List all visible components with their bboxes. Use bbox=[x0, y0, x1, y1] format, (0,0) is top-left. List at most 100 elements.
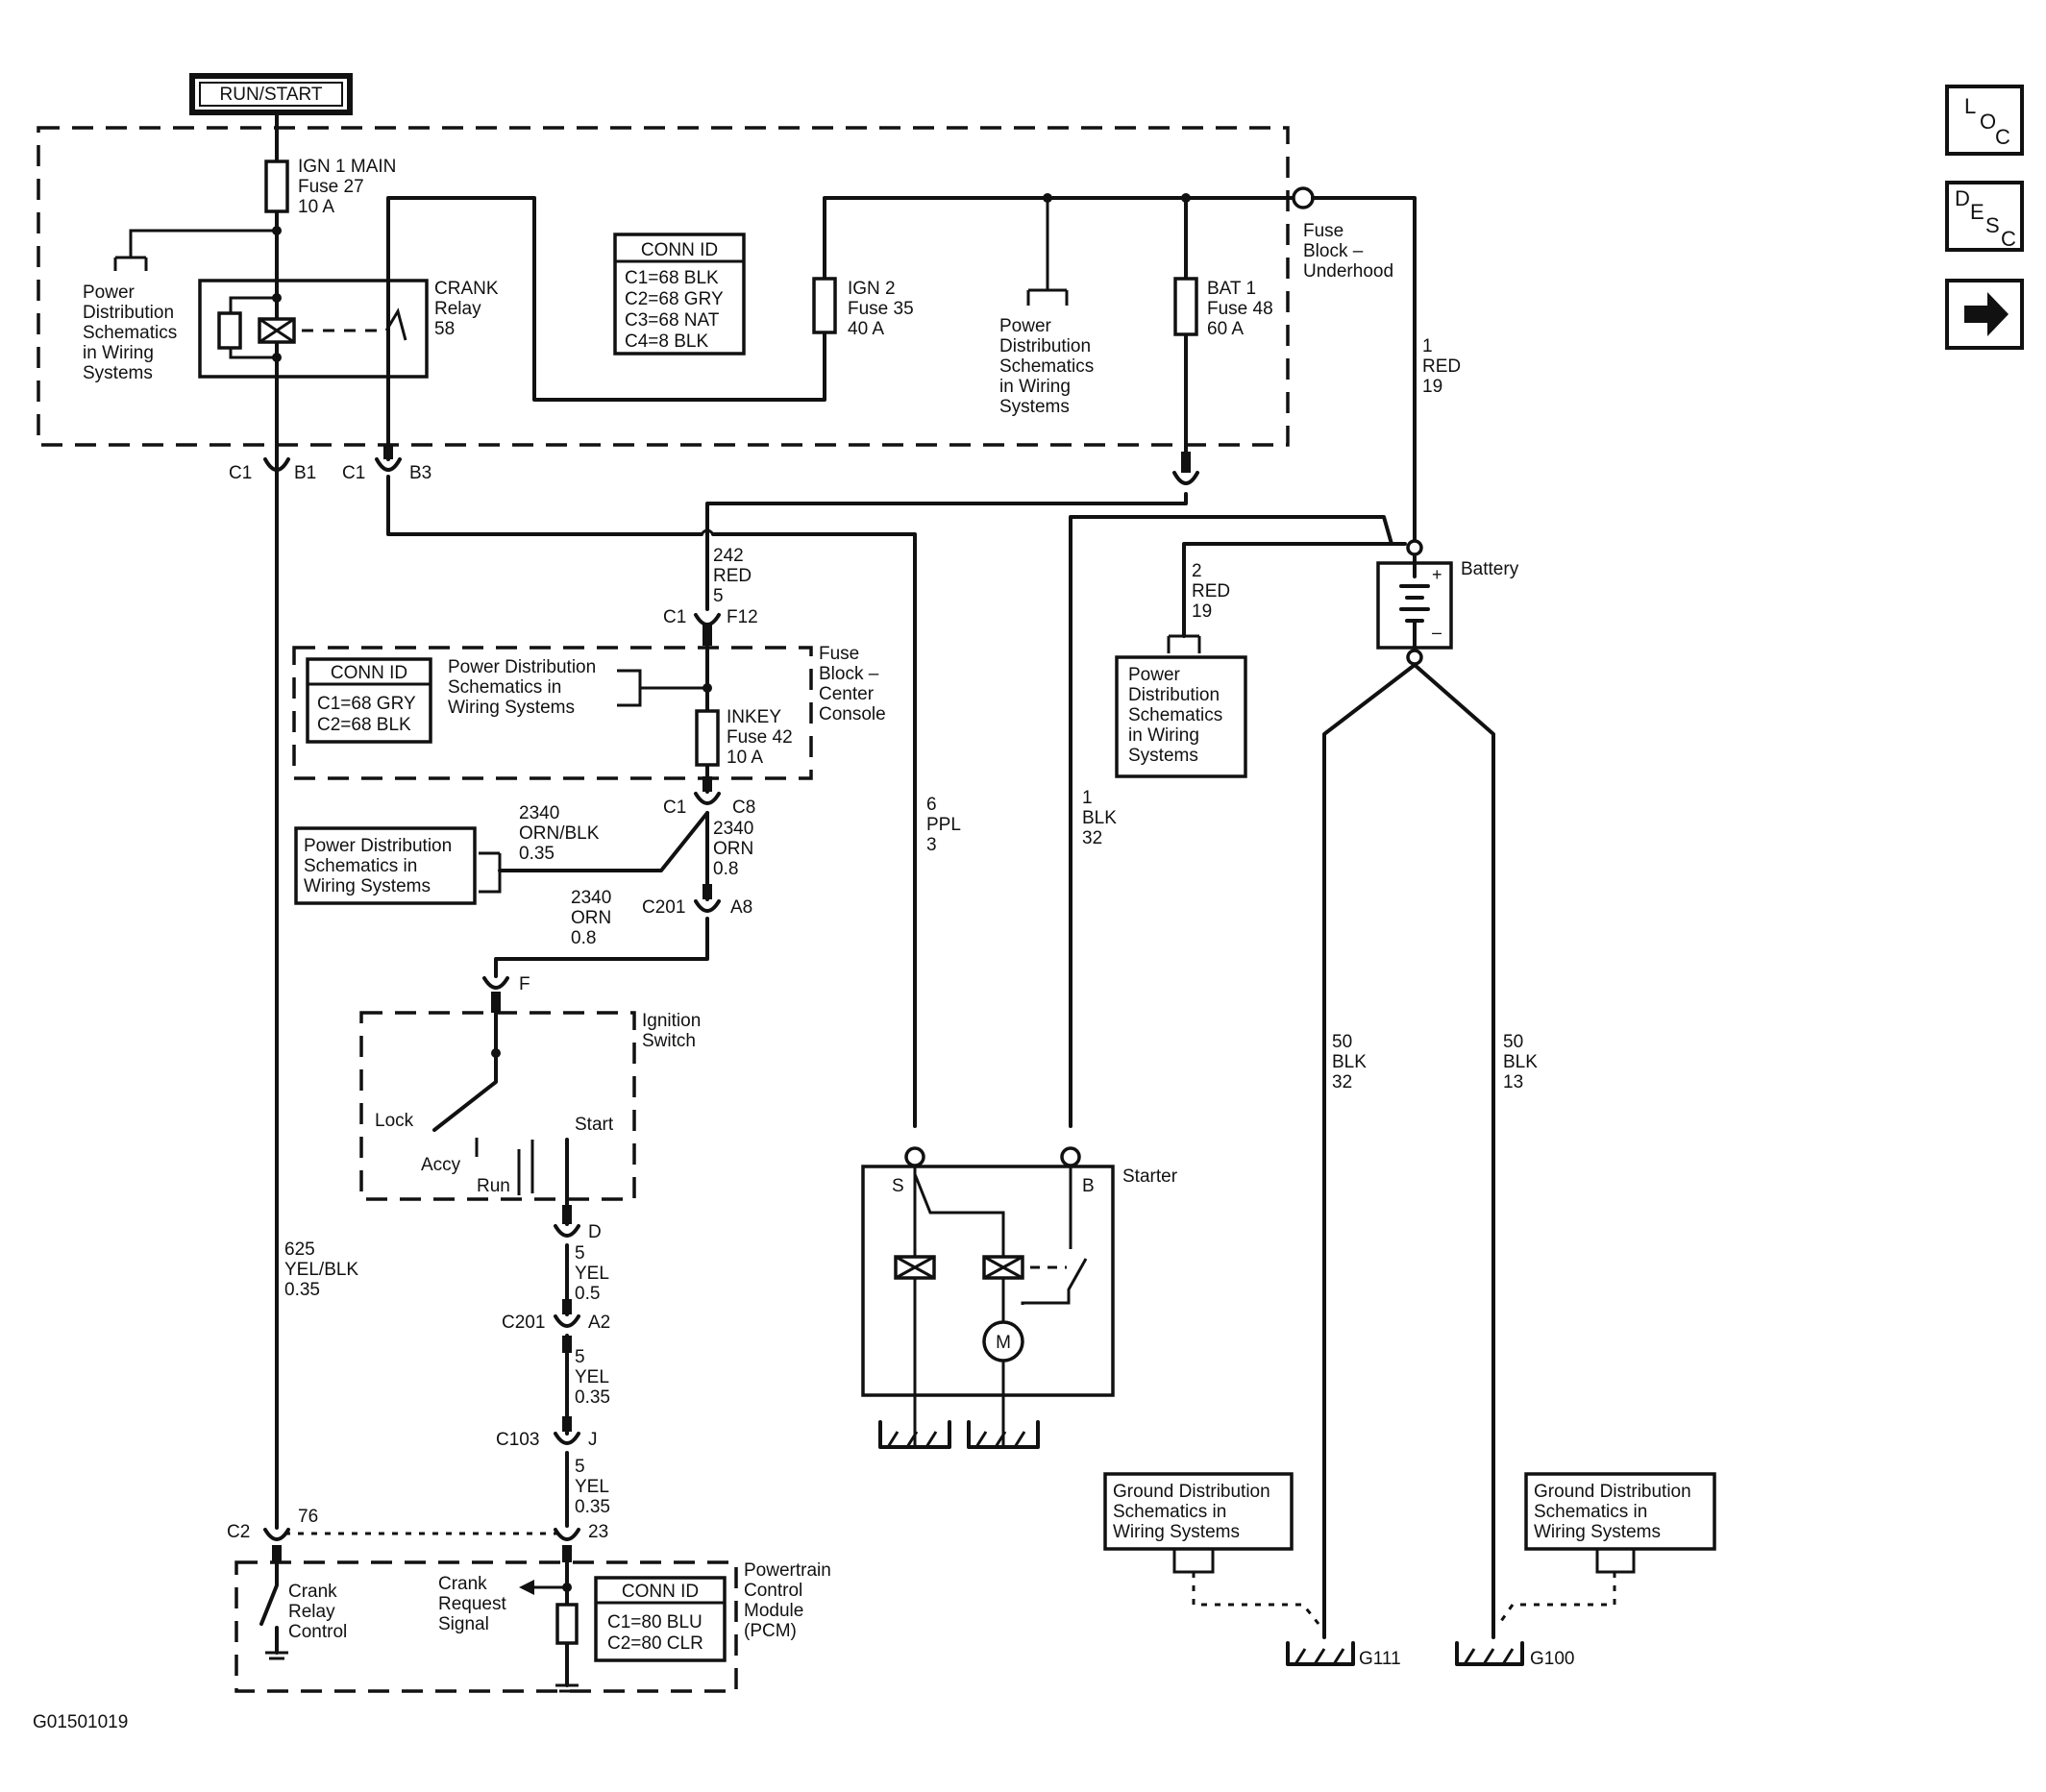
starter-motor-label: M bbox=[996, 1333, 1011, 1353]
wire-6-ppl-3-label: 6 PPL 3 bbox=[926, 795, 961, 855]
svg-text:Power: Power bbox=[83, 282, 136, 303]
right-arrow-icon bbox=[1964, 292, 2009, 336]
conn-c1-b1-right-label: B1 bbox=[294, 463, 316, 483]
starter-b-label: B bbox=[1082, 1176, 1095, 1196]
wire-2340-orn-b bbox=[494, 917, 709, 978]
conn-76-label: 76 bbox=[298, 1507, 318, 1527]
next-arrow-button[interactable] bbox=[1945, 279, 2024, 350]
svg-text:Underhood: Underhood bbox=[1303, 261, 1393, 282]
svg-text:RED: RED bbox=[713, 566, 752, 586]
svg-text:10 A: 10 A bbox=[727, 748, 763, 768]
conn-c1-f12-left-label: C1 bbox=[663, 607, 686, 627]
svg-text:Relay: Relay bbox=[288, 1602, 335, 1622]
svg-text:Block –: Block – bbox=[1303, 241, 1364, 261]
svg-text:Fuse: Fuse bbox=[819, 644, 859, 664]
svg-text:CONN ID: CONN ID bbox=[331, 663, 407, 683]
pcm-label: Powertrain Control Module (PCM) bbox=[744, 1560, 831, 1641]
svg-text:0.5: 0.5 bbox=[575, 1284, 600, 1304]
svg-text:Power Distribution: Power Distribution bbox=[448, 657, 596, 677]
svg-text:in Wiring: in Wiring bbox=[999, 377, 1071, 397]
svg-text:ORN: ORN bbox=[713, 839, 753, 859]
starter bbox=[861, 1165, 1115, 1397]
svg-text:Wiring Systems: Wiring Systems bbox=[1113, 1522, 1240, 1542]
svg-text:0.8: 0.8 bbox=[713, 859, 738, 879]
svg-text:Ground Distribution: Ground Distribution bbox=[1534, 1482, 1691, 1502]
svg-text:Distribution: Distribution bbox=[999, 336, 1091, 356]
svg-text:Schematics: Schematics bbox=[999, 356, 1094, 377]
ignition-switch-label: Ignition Switch bbox=[642, 1011, 701, 1051]
ground-dist-right-box: Ground Distribution Schematics in Wiring… bbox=[1524, 1472, 1716, 1551]
crank-relay-control-label: Crank Relay Control bbox=[288, 1582, 347, 1642]
crank-relay-label: CRANK Relay 58 bbox=[434, 279, 499, 339]
svg-text:C1=68 BLK: C1=68 BLK bbox=[625, 268, 719, 288]
branch-power-dist-mid bbox=[1026, 198, 1069, 306]
svg-text:1: 1 bbox=[1082, 788, 1093, 808]
conn-f-label: F bbox=[519, 974, 530, 994]
run-start-text: RUN/START bbox=[220, 85, 323, 105]
svg-text:BLK: BLK bbox=[1082, 808, 1117, 828]
desc-letter-e: E bbox=[1970, 200, 1984, 224]
branch-power-dist-left bbox=[115, 229, 277, 259]
svg-text:YEL: YEL bbox=[575, 1367, 609, 1387]
loc-letter-l: L bbox=[1964, 94, 1976, 118]
svg-text:0.35: 0.35 bbox=[575, 1387, 610, 1408]
desc-letter-s: S bbox=[1985, 213, 2000, 237]
conn-c1-f12-right-label: F12 bbox=[727, 607, 758, 627]
connector-c201-a2 bbox=[554, 1314, 580, 1328]
svg-text:YEL: YEL bbox=[575, 1477, 609, 1497]
svg-text:Fuse 48: Fuse 48 bbox=[1207, 299, 1273, 319]
power-dist-mid-label: Power Distribution Schematics in Wiring … bbox=[999, 316, 1094, 417]
svg-text:32: 32 bbox=[1332, 1072, 1352, 1092]
svg-text:RED: RED bbox=[1192, 581, 1230, 601]
connector-c1-b3 bbox=[375, 457, 402, 472]
wire-1-red-19-label: 1 RED 19 bbox=[1422, 336, 1461, 397]
connector-f bbox=[482, 976, 509, 990]
starter-solenoid-contact bbox=[1021, 1166, 1088, 1305]
svg-text:Control: Control bbox=[288, 1622, 347, 1642]
svg-text:(PCM): (PCM) bbox=[744, 1621, 797, 1641]
svg-text:0.35: 0.35 bbox=[519, 844, 555, 864]
ground-icon bbox=[265, 1651, 288, 1660]
svg-text:19: 19 bbox=[1192, 601, 1212, 622]
loc-button[interactable]: L O C bbox=[1945, 85, 2024, 156]
svg-text:2: 2 bbox=[1192, 561, 1202, 581]
svg-text:Switch: Switch bbox=[642, 1031, 696, 1051]
conn-c201-a8-right-label: A8 bbox=[730, 897, 752, 918]
battery-minus-label: – bbox=[1432, 623, 1442, 642]
connector-d bbox=[554, 1224, 580, 1238]
loc-letter-c: C bbox=[1995, 125, 2010, 149]
svg-text:RED: RED bbox=[1422, 356, 1461, 377]
crank-relay bbox=[198, 279, 429, 379]
svg-text:Block –: Block – bbox=[819, 664, 879, 684]
desc-letter-d: D bbox=[1955, 186, 1970, 210]
ground-g111-icon bbox=[1286, 1641, 1355, 1666]
conn-c201-a2-right-label: A2 bbox=[588, 1313, 610, 1333]
wire-b3-crossover-a bbox=[386, 475, 703, 536]
svg-text:10 A: 10 A bbox=[298, 197, 334, 217]
conn-c1-b1-left-label: C1 bbox=[229, 463, 252, 483]
wire-6-ppl-3 bbox=[711, 532, 917, 1128]
conn-c103-j-right-label: J bbox=[588, 1430, 598, 1450]
desc-button[interactable]: D E S C bbox=[1945, 181, 2024, 252]
wire-2340-orn-b-label: 2340 ORN 0.8 bbox=[571, 888, 611, 948]
wire-50-blk-13-label: 50 BLK 13 bbox=[1503, 1032, 1538, 1092]
svg-text:C1=80 BLU: C1=80 BLU bbox=[607, 1612, 703, 1632]
ground-g100-icon bbox=[1455, 1641, 1524, 1666]
svg-text:Schematics in: Schematics in bbox=[1113, 1502, 1226, 1522]
svg-text:625: 625 bbox=[284, 1240, 315, 1260]
svg-text:Ignition: Ignition bbox=[642, 1011, 701, 1031]
svg-text:BLK: BLK bbox=[1332, 1052, 1367, 1072]
svg-text:5: 5 bbox=[575, 1457, 585, 1477]
svg-text:Center: Center bbox=[819, 684, 875, 704]
conn-id-center: CONN ID C1=68 GRY C2=68 BLK bbox=[306, 657, 432, 744]
wire-2340-orn-a-label: 2340 ORN 0.8 bbox=[713, 819, 753, 879]
conn-c201-a8-left-label: C201 bbox=[642, 897, 685, 918]
fuse-block-underhood-label: Fuse Block – Underhood bbox=[1303, 221, 1393, 282]
svg-text:ORN/BLK: ORN/BLK bbox=[519, 823, 600, 844]
svg-text:IGN 1 MAIN: IGN 1 MAIN bbox=[298, 157, 396, 177]
wire-50-blk-32-label: 50 BLK 32 bbox=[1332, 1032, 1367, 1092]
run-start-label-box: RUN/START bbox=[189, 73, 353, 115]
conn-c2-left-label: C2 bbox=[227, 1522, 250, 1542]
